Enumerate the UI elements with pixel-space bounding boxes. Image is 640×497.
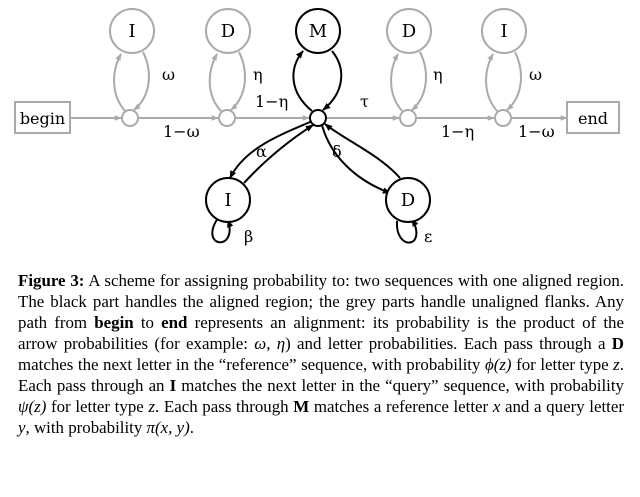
label-tau: τ (360, 92, 369, 111)
alignment-state-diagram: begin end I D M D I I D ω (14, 8, 620, 246)
label-epsilon: ε (424, 227, 432, 246)
top-right-d-state: D (386, 8, 432, 54)
label-beta: β (244, 227, 253, 246)
top-m-label: M (309, 21, 327, 42)
label-eta-right: η (433, 65, 443, 84)
label-delta: δ (332, 142, 342, 161)
edge-bottom-i-to-center (243, 124, 314, 184)
end-label: end (578, 109, 608, 128)
figure-caption: Figure 3: A scheme for assigning probabi… (18, 271, 624, 437)
edge-m-to-center (322, 50, 343, 111)
label-one-minus-eta-right: 1−η (441, 122, 474, 141)
top-right-i-label: I (500, 21, 507, 42)
top-left-i-label: I (128, 21, 135, 42)
edge-top-right-i-to-junction4 (506, 51, 522, 111)
label-one-minus-eta-left: 1−η (255, 92, 288, 111)
edge-top-left-i-to-junction1 (133, 51, 150, 111)
edge-junction4-to-top-right-i (485, 53, 499, 113)
bottom-d-label: D (401, 190, 415, 211)
bottom-i-state: I (205, 177, 251, 223)
edge-junction1-to-top-left-i (113, 53, 127, 113)
junction-point-4 (494, 109, 512, 127)
top-right-i-state: I (481, 8, 527, 54)
top-left-d-label: D (221, 21, 235, 42)
label-one-minus-omega-left: 1−ω (163, 122, 200, 141)
begin-node: begin (14, 101, 71, 134)
bottom-i-label: I (224, 190, 231, 211)
edge-bottom-d-self-loop (395, 218, 419, 244)
label-omega-right: ω (529, 65, 542, 84)
junction-point-2 (218, 109, 236, 127)
label-eta-left: η (253, 65, 263, 84)
junction-point-1 (121, 109, 139, 127)
label-omega-left: ω (162, 65, 175, 84)
edge-bottom-d-to-center (324, 123, 401, 179)
begin-label: begin (20, 109, 65, 128)
edge-bottom-i-self-loop (211, 217, 234, 244)
bottom-d-state: D (385, 177, 431, 223)
caption-figure-label: Figure 3: (18, 271, 85, 290)
top-left-d-state: D (205, 8, 251, 54)
top-m-state: M (295, 8, 341, 54)
top-right-d-label: D (402, 21, 416, 42)
label-alpha: α (256, 142, 267, 161)
edge-junction2-to-top-left-d (208, 53, 223, 113)
top-left-i-state: I (109, 8, 155, 54)
center-junction-point (309, 109, 327, 127)
label-one-minus-omega-right: 1−ω (518, 122, 555, 141)
end-node: end (566, 101, 620, 134)
edge-junction3-to-top-right-d (390, 53, 404, 113)
edge-center-to-bottom-i (229, 121, 311, 179)
edge-center-to-m (292, 50, 313, 112)
junction-point-3 (399, 109, 417, 127)
edge-top-left-d-to-junction2 (230, 51, 246, 111)
edge-center-to-bottom-d (321, 124, 391, 194)
edge-top-right-d-to-junction3 (411, 51, 427, 111)
